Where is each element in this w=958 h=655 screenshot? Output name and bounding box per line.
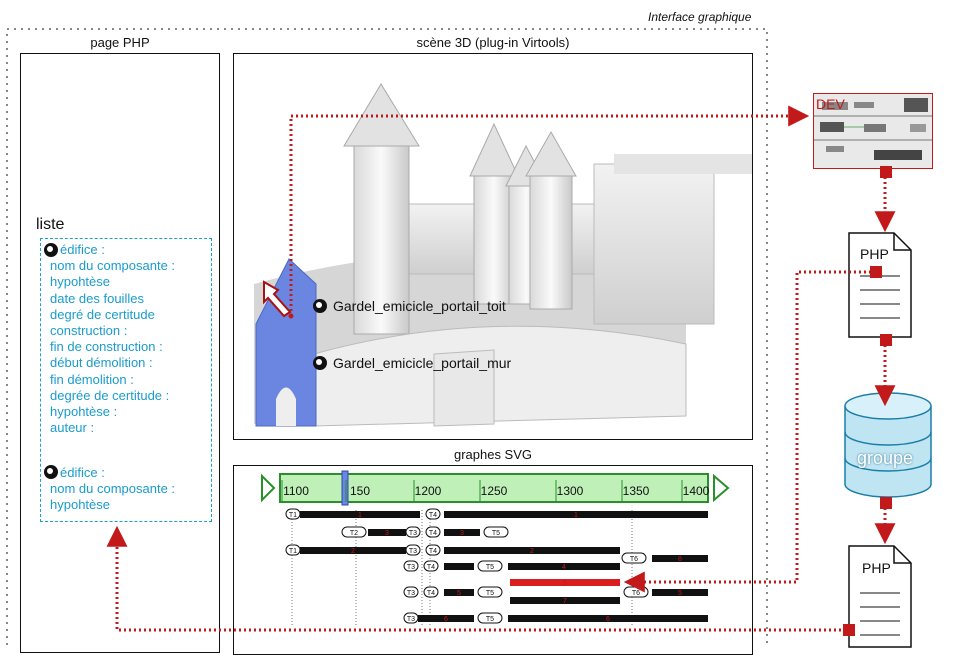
php-label-2: PHP bbox=[862, 560, 891, 576]
dev-screenshot[interactable] bbox=[813, 93, 933, 169]
timeline-bar-label: 7 bbox=[563, 598, 567, 605]
timeline-bar-label: 2 bbox=[530, 548, 534, 555]
timeline-bar-label: 4 bbox=[562, 564, 566, 571]
castle-3d-render[interactable] bbox=[234, 54, 752, 439]
liste-field: édifice : bbox=[60, 465, 105, 480]
scene-bullet-roof[interactable] bbox=[313, 299, 327, 313]
timeline-tick-label: 1300 bbox=[557, 484, 584, 498]
liste-field: date des fouilles bbox=[50, 290, 144, 306]
liste-title: liste bbox=[36, 216, 65, 233]
liste-field: fin démolition : bbox=[50, 371, 134, 387]
scene-title: scène 3D (plug-in Virtools) bbox=[416, 35, 570, 50]
timeline-tag-label: T6 bbox=[630, 556, 638, 563]
timeline-bar-label: 1 bbox=[358, 512, 362, 519]
timeline-bar-label: 3 bbox=[460, 530, 464, 537]
timeline-bar-label: 6 bbox=[444, 616, 448, 623]
timeline-tag-label: T6 bbox=[632, 590, 640, 597]
liste-field: édifice : bbox=[60, 242, 105, 257]
liste-bullet-2[interactable] bbox=[44, 465, 58, 479]
timeline-tag-label: T2 bbox=[350, 530, 358, 537]
liste-field: nom du composante : bbox=[50, 481, 176, 497]
timeline-tag-label: T1 bbox=[289, 548, 297, 555]
timeline-tag-label: T3 bbox=[409, 548, 417, 555]
timeline-tag-label: T5 bbox=[492, 530, 500, 537]
database-cylinder[interactable] bbox=[843, 392, 933, 500]
scene-bullet-wall[interactable] bbox=[313, 356, 327, 370]
timeline-left-arrow bbox=[261, 473, 276, 503]
timeline-bar bbox=[300, 511, 420, 518]
liste-field: hypohtèse bbox=[50, 274, 110, 290]
timeline-bar bbox=[444, 511, 708, 518]
timeline-tag-label: T4 bbox=[427, 564, 435, 571]
liste-field: auteur : bbox=[50, 420, 95, 436]
timeline-bar-label: 1 bbox=[574, 512, 578, 519]
dev-schematic bbox=[814, 98, 932, 160]
dev-label: DEV bbox=[816, 96, 845, 112]
liste-field: hypohtèse : bbox=[50, 404, 118, 419]
timeline-tag-label: T5 bbox=[486, 564, 494, 571]
graphs-title: graphes SVG bbox=[453, 447, 533, 462]
timeline-bar-label: 5 bbox=[563, 580, 567, 587]
interface-label: Interface graphique bbox=[648, 10, 752, 24]
liste-field: fin de construction : bbox=[50, 339, 163, 355]
timeline-cursor bbox=[341, 470, 349, 506]
liste-field: nom du composante : bbox=[50, 258, 176, 274]
timeline-tick-label: 1200 bbox=[415, 484, 442, 498]
timeline-tag-label: T3 bbox=[409, 530, 417, 537]
timeline-bar-label: 5 bbox=[457, 590, 461, 597]
php-label-1: PHP bbox=[860, 246, 889, 262]
timeline-tag-label: T3 bbox=[407, 564, 415, 571]
liste-bullet-1[interactable] bbox=[44, 243, 58, 257]
liste-field: degré de certitude bbox=[50, 306, 155, 322]
timeline-tag-label: T5 bbox=[486, 616, 494, 623]
liste-field: hypohtèse bbox=[50, 497, 110, 513]
timeline-tick-label: 1350 bbox=[623, 484, 650, 498]
scene-label-roof: Gardel_emicicle_portail_toit bbox=[333, 298, 506, 314]
liste-field: début démolition : bbox=[50, 355, 153, 371]
timeline-tag-label: T4 bbox=[429, 548, 437, 555]
db-label: groupe bbox=[857, 448, 914, 468]
timeline-bar-label: 2 bbox=[351, 548, 355, 555]
timeline-tag-label: T3 bbox=[407, 590, 415, 597]
liste-field: degrée de certitude : bbox=[50, 387, 170, 403]
timeline-bar-label: 5 bbox=[678, 590, 682, 597]
timeline-tag-label: T4 bbox=[429, 512, 437, 519]
timeline-bar-label: 3 bbox=[385, 530, 389, 537]
timeline-tick-label: 150 bbox=[350, 484, 370, 498]
timeline-bar bbox=[444, 563, 474, 570]
timeline-tick-label: 1250 bbox=[481, 484, 508, 498]
timeline-tick-label: 1400 bbox=[683, 484, 710, 498]
timeline-tag-label: T5 bbox=[486, 590, 494, 597]
timeline-tag-label: T3 bbox=[407, 616, 415, 623]
timeline-tag bbox=[425, 508, 441, 520]
php-page-title: page PHP bbox=[90, 35, 150, 50]
timeline-tag-label: T1 bbox=[289, 512, 297, 519]
timeline-bar-label: 6 bbox=[606, 616, 610, 623]
timeline-bar-label: 8 bbox=[678, 556, 682, 563]
timeline-tag-label: T4 bbox=[429, 530, 437, 537]
timeline-right-arrow bbox=[713, 473, 730, 503]
scene-label-wall: Gardel_emicicle_portail_mur bbox=[333, 355, 512, 371]
liste-box bbox=[40, 238, 212, 522]
liste-field: construction : bbox=[50, 323, 128, 338]
timeline-tag-label: T4 bbox=[427, 590, 435, 597]
timeline-tick-label: 1100 bbox=[283, 484, 309, 498]
